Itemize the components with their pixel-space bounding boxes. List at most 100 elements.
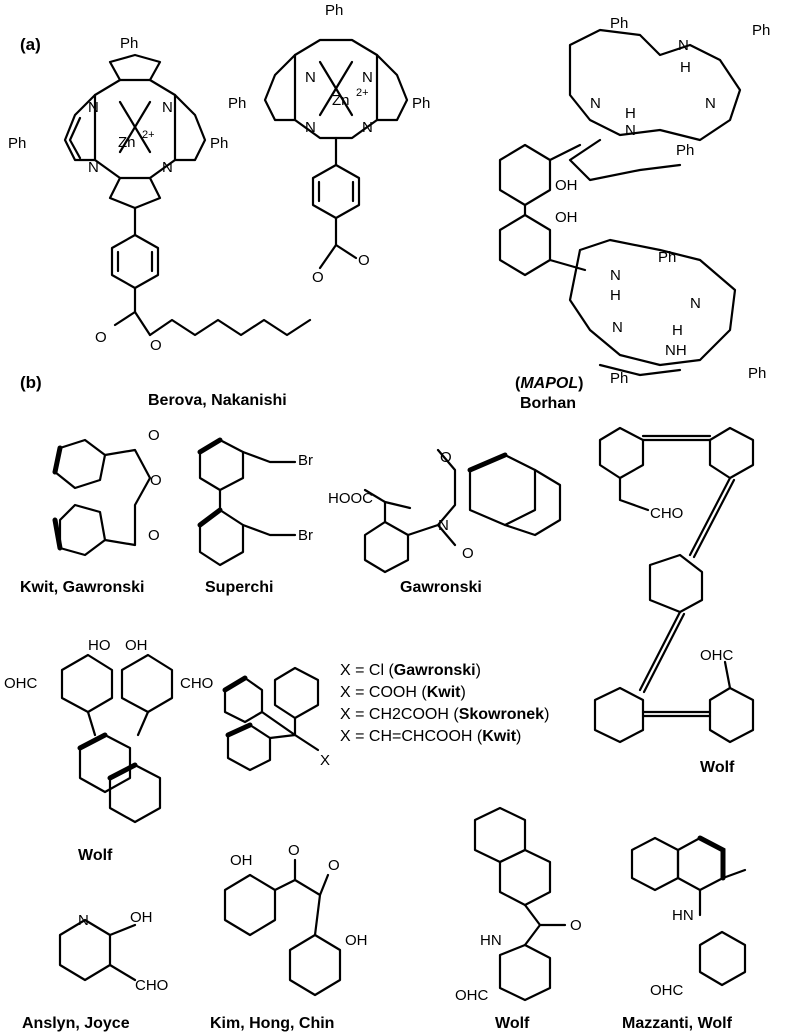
atom-br: Br bbox=[298, 527, 313, 544]
atom-ph: Ph bbox=[748, 365, 766, 382]
atom-zn: Zn bbox=[118, 134, 136, 151]
atom-o: O bbox=[95, 329, 107, 346]
atom-o: O bbox=[150, 472, 162, 489]
diphenic-anhydride: O O O bbox=[52, 427, 162, 557]
atom-hn: HN bbox=[672, 907, 694, 924]
atom-ph: Ph bbox=[120, 35, 138, 52]
atom-zn: Zn bbox=[332, 92, 350, 109]
panel-label-a: (a) bbox=[20, 35, 41, 54]
atom-o: O bbox=[148, 527, 160, 544]
caption-wolf-binaphthol: Wolf bbox=[78, 847, 113, 864]
atom-n: N bbox=[705, 95, 716, 112]
caption-borhan: Borhan bbox=[520, 395, 576, 412]
atom-o: O bbox=[358, 252, 370, 269]
mapol-bisporphyrin: OH OH N N H N H N N H N N NH H Ph Ph Ph … bbox=[498, 15, 770, 387]
naphthylamine-benzaldehyde: HN OHC bbox=[630, 835, 747, 999]
caption-kim-hong-chin: Kim, Hong, Chin bbox=[210, 1015, 334, 1032]
atom-ph: Ph bbox=[752, 22, 770, 39]
atom-cho: CHO bbox=[135, 977, 168, 994]
atom-n: N bbox=[690, 295, 701, 312]
atom-n: N bbox=[438, 517, 449, 534]
atom-h: H bbox=[610, 287, 621, 304]
atom-n: N bbox=[305, 69, 316, 86]
atom-oh: OH bbox=[345, 932, 368, 949]
atom-n: N bbox=[78, 912, 89, 929]
bis-bromomethyl-biphenyl: Br Br bbox=[197, 437, 313, 567]
atom-o: O bbox=[150, 337, 162, 354]
naphthamide-benzaldehyde: O HN OHC bbox=[455, 806, 582, 1004]
atom-ph: Ph bbox=[676, 142, 694, 159]
atom-n: N bbox=[625, 122, 636, 139]
trityl-x: X bbox=[222, 666, 330, 772]
zinc-porphyrin-right: N N N N Zn 2+ Ph Ph Ph O O bbox=[228, 2, 430, 286]
caption-kwit-gawronski: Kwit, Gawronski bbox=[20, 579, 144, 596]
atom-n: N bbox=[305, 119, 316, 136]
atom-n: N bbox=[162, 99, 173, 116]
atom-h: H bbox=[680, 59, 691, 76]
atom-o: O bbox=[312, 269, 324, 286]
alkyl-linker bbox=[148, 318, 312, 337]
trityl-substituent-list: X = Cl (Gawronski) X = COOH (Kwit) X = C… bbox=[340, 662, 549, 745]
atom-ph: Ph bbox=[228, 95, 246, 112]
atom-o: O bbox=[462, 545, 474, 562]
atom-hooc: HOOC bbox=[328, 490, 373, 507]
atom-n: N bbox=[88, 159, 99, 176]
atom-o: O bbox=[148, 427, 160, 444]
caption-mapol: (MAPOL) bbox=[515, 375, 583, 392]
binaphthyl-salicylaldehyde: HO OH OHC CHO bbox=[4, 637, 213, 824]
atom-o: O bbox=[570, 917, 582, 934]
atom-ph: Ph bbox=[210, 135, 228, 152]
arylene-ethynylene-dialdehyde: CHO OHC bbox=[593, 426, 755, 744]
caption-gawronski: Gawronski bbox=[400, 579, 482, 596]
atom-n: N bbox=[610, 267, 621, 284]
panel-label-b: (b) bbox=[20, 373, 42, 392]
atom-ph: Ph bbox=[610, 15, 628, 32]
atom-x: X bbox=[320, 752, 330, 769]
trityl-substituent-cl: X = Cl (Gawronski) bbox=[340, 662, 481, 679]
caption-wolf-polyyne: Wolf bbox=[700, 759, 735, 776]
atom-o: O bbox=[328, 857, 340, 874]
atom-n: N bbox=[590, 95, 601, 112]
trityl-substituent-acrylic: X = CH=CHCOOH (Kwit) bbox=[340, 728, 521, 745]
atom-oh: OH bbox=[130, 909, 153, 926]
atom-o: O bbox=[440, 449, 452, 466]
atom-hn: HN bbox=[480, 932, 502, 949]
atom-ohc: OHC bbox=[4, 675, 38, 692]
atom-oh: OH bbox=[555, 177, 578, 194]
atom-ohc: OHC bbox=[650, 982, 684, 999]
atom-o: O bbox=[288, 842, 300, 859]
caption-anslyn-joyce: Anslyn, Joyce bbox=[22, 1015, 130, 1032]
atom-ph: Ph bbox=[610, 370, 628, 387]
atom-ohc: OHC bbox=[700, 647, 734, 664]
trityl-substituent-ch2cooh: X = CH2COOH (Skowronek) bbox=[340, 706, 549, 723]
atom-n: N bbox=[612, 319, 623, 336]
atom-n: N bbox=[362, 119, 373, 136]
atom-ph: Ph bbox=[325, 2, 343, 19]
atom-ohc: OHC bbox=[455, 987, 489, 1004]
atom-ph: Ph bbox=[8, 135, 26, 152]
caption-wolf-amide: Wolf bbox=[495, 1015, 530, 1032]
atom-h: H bbox=[625, 105, 636, 122]
atom-cho: CHO bbox=[180, 675, 213, 692]
atom-ph: Ph bbox=[412, 95, 430, 112]
atom-n: N bbox=[88, 99, 99, 116]
atom-br: Br bbox=[298, 452, 313, 469]
dihydroxybenzil: OH O O OH bbox=[223, 842, 368, 997]
caption-mazzanti-wolf: Mazzanti, Wolf bbox=[622, 1015, 733, 1032]
atom-zn-charge: 2+ bbox=[356, 87, 369, 99]
atom-n: N bbox=[162, 159, 173, 176]
atom-oh: OH bbox=[555, 209, 578, 226]
caption-superchi: Superchi bbox=[205, 579, 273, 596]
hydroxypyridine-carbaldehyde: N OH CHO bbox=[58, 909, 168, 994]
atom-oh: OH bbox=[125, 637, 148, 654]
atom-n: N bbox=[362, 69, 373, 86]
caption-berova-nakanishi: Berova, Nakanishi bbox=[148, 392, 287, 409]
atom-nh: N bbox=[678, 37, 689, 54]
atom-ho: HO bbox=[88, 637, 111, 654]
trityl-substituent-cooh: X = COOH (Kwit) bbox=[340, 684, 466, 701]
atom-nh: NH bbox=[665, 342, 687, 359]
zinc-porphyrin-left: N N N N Zn 2+ Ph Ph Ph O O bbox=[8, 35, 228, 354]
atom-cho: CHO bbox=[650, 505, 683, 522]
atom-oh: OH bbox=[230, 852, 253, 869]
